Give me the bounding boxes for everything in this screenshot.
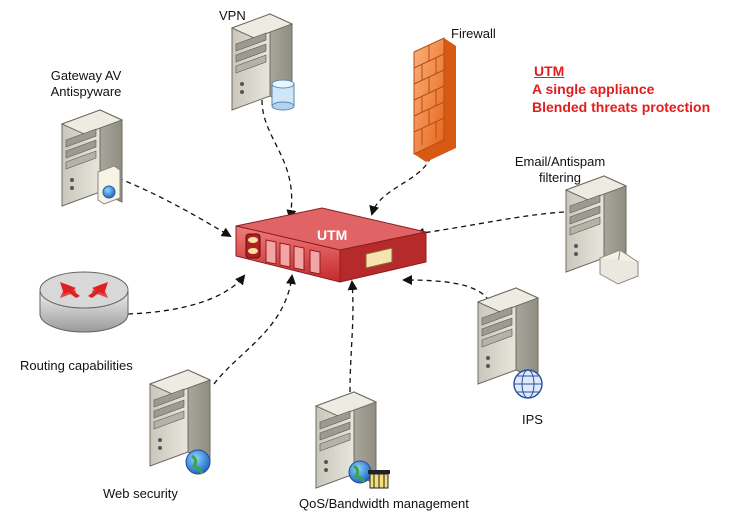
document-globe-icon: [97, 165, 121, 205]
globe-network-icon: [513, 369, 543, 399]
label-qos: QoS/Bandwidth management: [299, 496, 469, 511]
label-vpn: VPN: [219, 8, 246, 23]
callout-title: UTM: [534, 63, 565, 79]
utm-callout: UTM A single appliance Blended threats p…: [532, 62, 710, 116]
bandwidth-icon: [368, 470, 390, 489]
connector-qos: [347, 280, 358, 393]
qos-server: [315, 391, 390, 489]
connector-routing: [127, 274, 246, 315]
database-icon: [271, 79, 295, 111]
label-gateway-line2: Antispyware: [50, 84, 122, 99]
label-email-antispam: Email/Antispam filtering: [505, 154, 615, 186]
label-gateway-av: Gateway AV Antispyware: [38, 68, 134, 100]
envelope-icon: [598, 249, 640, 285]
label-web-security: Web security: [103, 486, 178, 501]
connector-gateway: [117, 177, 232, 238]
label-email-line1: Email/Antispam: [514, 154, 606, 169]
ips-server: [477, 287, 543, 399]
utm-hub-label: UTM: [317, 227, 347, 243]
globe-icon: [185, 449, 211, 475]
email-antispam-server: [565, 175, 640, 285]
label-routing: Routing capabilities: [20, 358, 133, 373]
gateway-av-server: [61, 109, 123, 207]
callout-line1: A single appliance: [532, 81, 655, 97]
firewall-icon: [413, 37, 456, 162]
connector-web: [213, 274, 296, 385]
label-ips: IPS: [522, 412, 543, 427]
connector-email: [414, 211, 565, 238]
connector-vpn: [261, 99, 297, 220]
router-icon: [39, 271, 129, 333]
globe-icon: [348, 460, 372, 484]
utm-appliance: UTM: [235, 207, 427, 283]
vpn-server: [231, 13, 295, 111]
label-email-line2: filtering: [539, 170, 581, 185]
callout-line2: Blended threats protection: [532, 99, 711, 115]
label-firewall: Firewall: [451, 26, 496, 41]
web-security-server: [149, 369, 211, 475]
label-gateway-line1: Gateway AV: [50, 68, 122, 83]
